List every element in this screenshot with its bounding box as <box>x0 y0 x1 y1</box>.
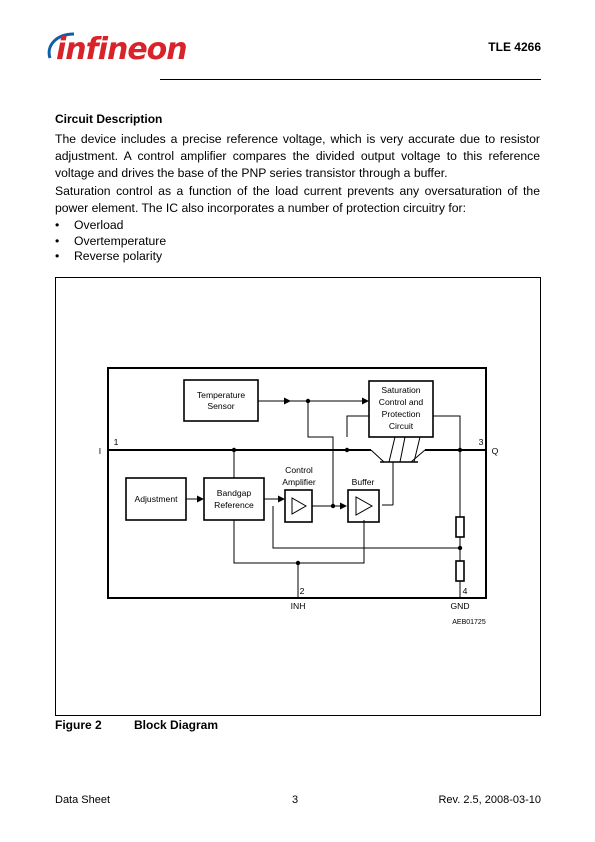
saturation-control-block <box>368 380 434 438</box>
paragraph-saturation: Saturation control as a function of the … <box>55 184 540 215</box>
infineon-logo-swoosh <box>47 32 75 59</box>
bullet-dot: • <box>55 233 60 248</box>
paragraph-reference: The device includes a precise reference … <box>55 132 540 180</box>
footer-revision: Rev. 2.5, 2008-03-10 <box>438 794 541 806</box>
pin-inh-label: INH <box>291 601 306 611</box>
list-item-text: Overload <box>74 218 124 232</box>
protection-list: • Overload • Overtemperature • Reverse pola… <box>55 218 355 265</box>
ic-outline <box>107 367 487 599</box>
saturation-control-label: Saturation <box>381 385 420 395</box>
adjustment-label: Adjustment <box>135 494 179 504</box>
saturation-control-label: Control and <box>379 397 424 407</box>
control-amplifier-block <box>284 489 313 523</box>
list-item: • Overtemperature <box>55 234 355 250</box>
figure-title: Block Diagram <box>134 718 219 732</box>
bandgap-reference-label: Bandgap <box>217 488 252 498</box>
section-title: Circuit Description <box>55 112 163 126</box>
list-item-text: Reverse polarity <box>74 249 163 263</box>
divider-resistor-lower <box>455 560 465 582</box>
pin-output-label: Q <box>492 446 499 456</box>
pin-gnd-label: GND <box>450 601 469 611</box>
divider-resistor-upper <box>455 516 465 538</box>
list-item: • Reverse polarity <box>55 249 355 265</box>
temperature-sensor-label: Sensor <box>207 401 234 411</box>
pin-output-number: 3 <box>479 437 484 447</box>
buffer-label: Buffer <box>352 477 375 487</box>
list-item: • Overload <box>55 218 355 234</box>
control-amplifier-label: Amplifier <box>282 477 316 487</box>
figure-reference-code: AEB01725 <box>452 619 486 626</box>
pin-gnd-number: 4 <box>463 586 468 596</box>
bullet-dot: • <box>55 249 60 263</box>
footer-doc-type: Data Sheet <box>55 794 111 806</box>
bandgap-reference-label: Reference <box>214 500 254 510</box>
header-divider <box>160 79 541 80</box>
list-item-text: Overtemperature <box>74 233 167 248</box>
saturation-control-label: Circuit <box>389 421 414 431</box>
figure-frame <box>55 277 541 716</box>
figure-number: Figure 2 <box>55 718 102 732</box>
control-amplifier-label: Control <box>285 465 313 475</box>
pin-input-label: I <box>99 446 101 456</box>
infineon-logo: infineon <box>56 32 188 67</box>
pin-inh-number: 2 <box>300 586 305 596</box>
pin-input-number: 1 <box>114 437 119 447</box>
document-id: TLE 4266 <box>488 40 541 54</box>
footer-page-number: 3 <box>292 794 299 806</box>
buffer-block <box>347 489 380 523</box>
saturation-control-label: Protection <box>382 409 421 419</box>
temperature-sensor-label: Temperature <box>197 390 245 400</box>
bandgap-reference-block <box>203 477 265 521</box>
bullet-dot: • <box>55 218 60 232</box>
